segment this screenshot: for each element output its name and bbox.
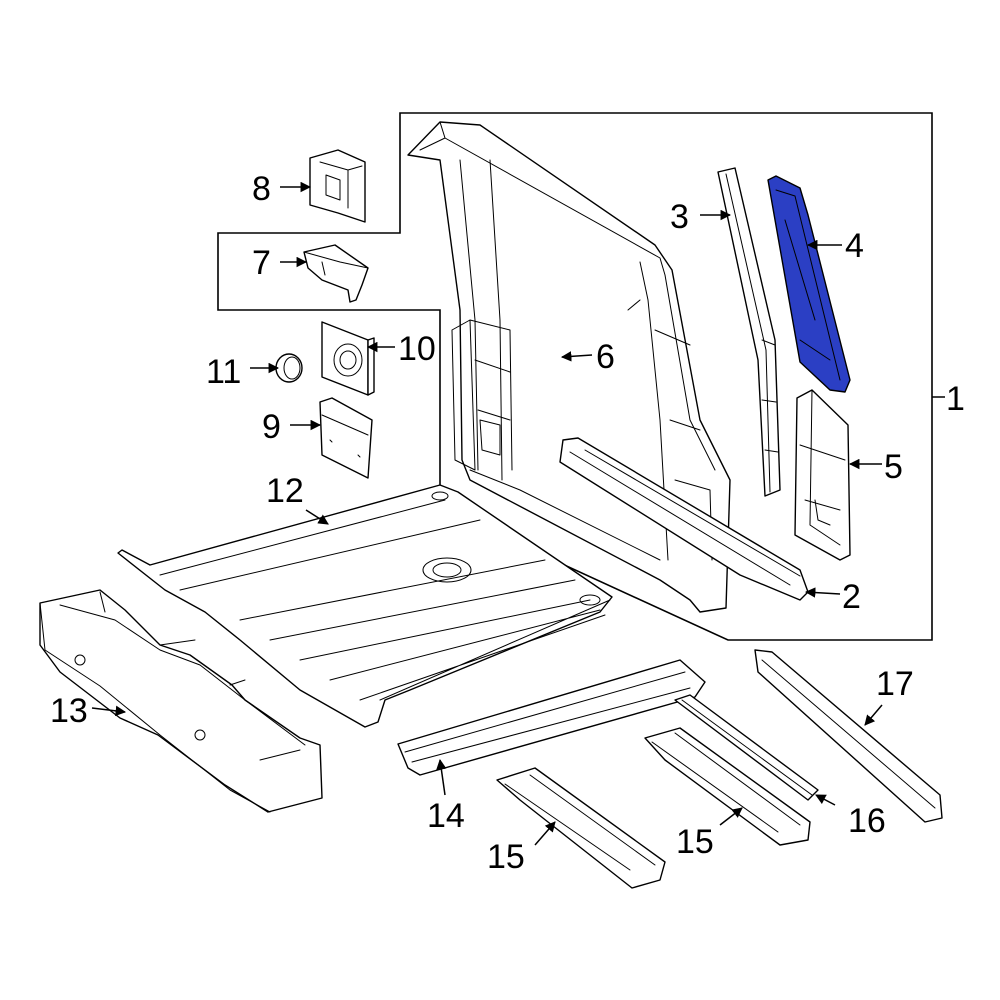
callout-9: 9	[262, 408, 281, 446]
callout-11: 11	[206, 353, 241, 391]
part-13-cross-member[interactable]	[39, 589, 323, 813]
part-11-plug[interactable]	[275, 353, 303, 383]
part-3-pillar[interactable]	[717, 167, 781, 497]
part-7-bracket[interactable]	[303, 244, 369, 303]
callout-7: 7	[252, 244, 271, 282]
callout-12: 12	[266, 472, 304, 510]
callout-5: 5	[884, 448, 903, 486]
callout-15b: 15	[676, 823, 714, 861]
part-10-plate[interactable]	[321, 321, 375, 396]
assembly-frame	[217, 112, 933, 641]
callout-6: 6	[596, 338, 615, 376]
callout-15a: 15	[487, 838, 525, 876]
part-15-rail-right[interactable]	[644, 727, 811, 846]
part-16-rail[interactable]	[674, 694, 819, 801]
callout-14: 14	[427, 797, 465, 835]
callout-4: 4	[845, 227, 864, 265]
part-9-plate[interactable]	[319, 397, 373, 479]
part-17-side-rail[interactable]	[754, 649, 943, 823]
callout-13: 13	[50, 692, 88, 730]
callout-3: 3	[670, 198, 689, 236]
callout-8: 8	[252, 170, 271, 208]
leader-lines	[91, 181, 945, 846]
part-5-inner-panel[interactable]	[794, 389, 851, 561]
callout-2: 2	[842, 578, 861, 616]
part-15-rail-left[interactable]	[496, 767, 666, 889]
callout-labels: 1 2 3 4 5 6 7 8 9 10 11 12 13 14 15 15 1…	[50, 170, 965, 876]
callout-10: 10	[398, 330, 436, 368]
callout-16: 16	[848, 802, 886, 840]
part-8-bracket[interactable]	[309, 149, 366, 223]
callout-1: 1	[946, 380, 965, 418]
part-2-sill[interactable]	[559, 437, 809, 601]
part-12-floor-panel[interactable]	[117, 484, 613, 728]
part-14-cross-rail[interactable]	[397, 659, 706, 776]
part-4-pillar-panel[interactable]	[767, 175, 851, 393]
callout-17: 17	[876, 665, 914, 703]
